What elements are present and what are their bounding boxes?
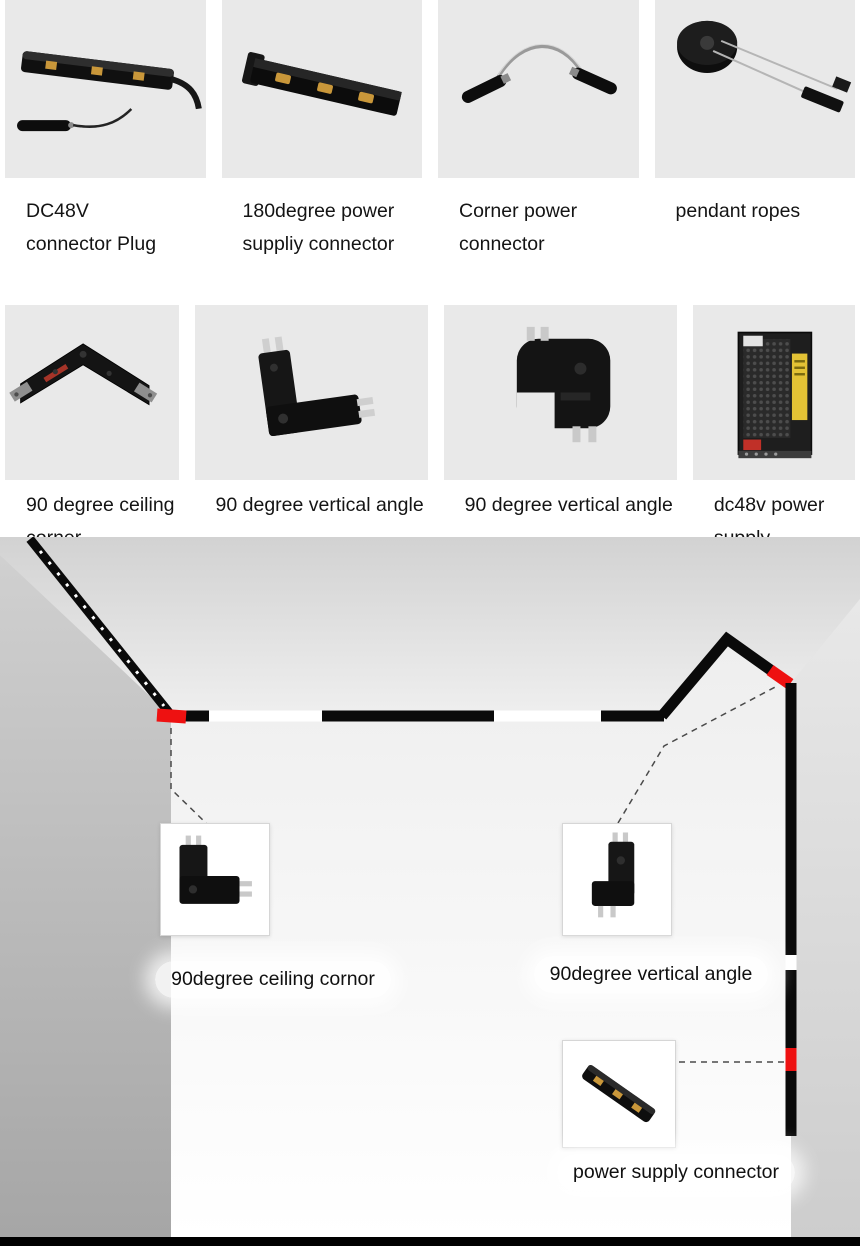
product-card-90-degree-vertical-angle-2: 90 degree vertical angle: [443, 305, 677, 537]
diagonal-led-track: [26, 537, 175, 718]
red-connectors: [156, 665, 797, 1071]
ceiling-corner-thumb-image: [179, 836, 253, 905]
caption-line: connector Plug: [26, 233, 157, 255]
caption-line: suppliy connector: [242, 233, 395, 255]
bottom-black-bar: [0, 1237, 860, 1246]
callout-label-text: 90degree ceiling cornor: [155, 961, 391, 998]
product-image-area: [5, 305, 179, 480]
product-image-area: [654, 0, 855, 178]
inset-ceiling-corner-thumbnail: [160, 823, 270, 936]
caption-line: 90 degree vertical angle: [215, 494, 424, 516]
product-image-area: [194, 305, 428, 480]
product-caption: 90 degree ceiling corner: [5, 480, 179, 549]
product-caption: 180degree power suppliy connector: [222, 178, 423, 305]
corner-power-connector-image: [461, 43, 617, 103]
product-grid-row-2: 90 degree ceiling corner: [0, 305, 860, 549]
callout-label-power-connector: power supply connector: [543, 1154, 809, 1191]
product-image-area: [443, 305, 677, 480]
caption-line: pendant ropes: [675, 200, 801, 222]
90-degree-vertical-angle-image: [257, 336, 375, 437]
installation-room-diagram: 90degree ceiling cornor 90degree vertica…: [0, 537, 860, 1237]
product-card-dc48v-connector-plug: DC48V connector Plug: [5, 0, 206, 305]
red-vertical-angle-connector: [766, 665, 794, 689]
product-caption: 90 degree vertical angle: [195, 480, 428, 537]
left-wall-plane: [0, 555, 171, 1237]
ceiling-plane: [0, 537, 860, 716]
pendant-ropes-image: [676, 20, 851, 113]
caption-line: connector: [459, 233, 545, 255]
caption-line: Corner power: [459, 200, 578, 222]
dc48v-power-supply-image: [737, 331, 813, 459]
product-card-pendant-ropes: pendant ropes: [654, 0, 856, 305]
product-card-90-degree-ceiling-corner: 90 degree ceiling corner: [5, 305, 179, 549]
room-scene: [0, 537, 860, 1237]
product-caption: DC48V connector Plug: [5, 178, 206, 305]
callout-leader-lines: [170, 684, 786, 1063]
product-image-area: [5, 0, 206, 178]
product-caption: 90 degree vertical angle: [444, 480, 677, 537]
ceiling-track: [171, 631, 776, 722]
inset-power-connector-thumbnail: [562, 1040, 676, 1148]
product-caption: Corner power connector: [438, 178, 639, 305]
product-card-90-degree-vertical-angle: 90 degree vertical angle: [194, 305, 428, 537]
product-card-corner-power-connector: Corner power connector: [438, 0, 639, 305]
caption-line: DC48V: [26, 200, 89, 222]
180degree-power-supply-connector-image: [241, 52, 402, 116]
product-image-area: [692, 305, 855, 480]
leader-vertical-angle: [617, 684, 780, 824]
red-ceiling-corner-connector: [156, 708, 187, 724]
back-wall-plane: [171, 639, 791, 1237]
90-degree-vertical-angle-2-image: [516, 326, 610, 443]
product-image-area: [221, 0, 422, 178]
callout-label-text: power supply connector: [557, 1154, 795, 1191]
90-degree-ceiling-corner-image: [9, 343, 158, 406]
product-image-area: [438, 0, 639, 178]
product-card-dc48v-power-supply: dc48v power supply: [692, 305, 855, 549]
vertical-angle-thumb-image: [592, 832, 635, 918]
inset-vertical-angle-thumbnail: [562, 823, 672, 936]
caption-line: 90 degree ceiling: [26, 494, 175, 516]
power-connector-thumb-image: [582, 1065, 656, 1123]
product-caption: pendant ropes: [655, 178, 856, 305]
callout-label-ceiling-corner: 90degree ceiling cornor: [150, 961, 396, 998]
right-wall-plane: [791, 599, 860, 1237]
caption-line: 180degree power: [242, 200, 395, 222]
product-caption: dc48v power supply: [693, 480, 855, 549]
caption-line: dc48v power: [713, 494, 825, 516]
dc48v-connector-plug-image: [17, 51, 202, 132]
product-grid-row-1: DC48V connector Plug 180deg: [0, 0, 860, 305]
callout-label-vertical-angle: 90degree vertical angle: [528, 956, 774, 993]
product-card-180degree-connector: 180degree power suppliy connector: [221, 0, 423, 305]
leader-ceiling-corner: [170, 728, 208, 825]
caption-line: 90 degree vertical angle: [464, 494, 673, 516]
callout-label-text: 90degree vertical angle: [533, 956, 769, 993]
